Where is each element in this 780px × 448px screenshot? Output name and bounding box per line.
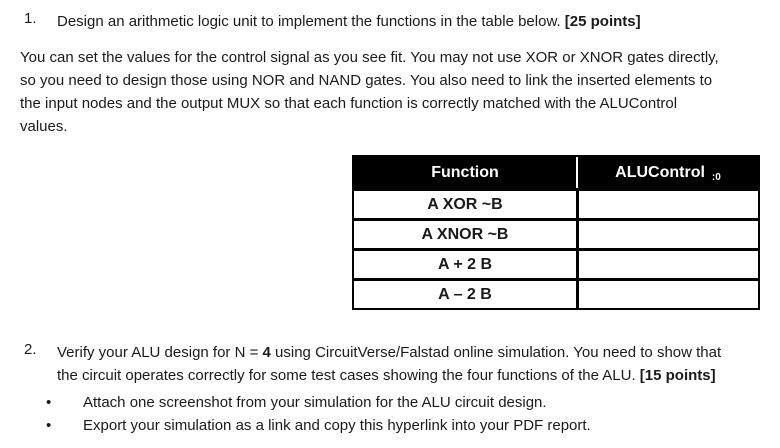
table-row: A XNOR ~B xyxy=(354,218,758,248)
list-item: • Attach one screenshot from your simulat… xyxy=(46,391,591,414)
intro-paragraph-line-4: values. xyxy=(20,118,68,135)
question-1-line: Design an arithmetic logic unit to imple… xyxy=(57,10,764,33)
question-2: 2. Verify your ALU design for N = 4 usin… xyxy=(24,341,764,387)
table-row: A – 2 B xyxy=(354,278,758,308)
question-1-text: Design an arithmetic logic unit to imple… xyxy=(57,13,565,30)
list-item: • Export your simulation as a link and co… xyxy=(46,414,591,437)
function-cell: A XOR ~B xyxy=(427,196,503,213)
alucontrol-answer-cell xyxy=(576,221,758,248)
question-1: 1. Design an arithmetic logic unit to im… xyxy=(24,10,764,33)
alucontrol-answer-cell xyxy=(576,191,758,218)
bullet-icon: • xyxy=(46,394,52,411)
bullet-list: • Attach one screenshot from your simulat… xyxy=(46,391,591,437)
bullet-icon: • xyxy=(46,417,52,434)
header-function: Function xyxy=(431,164,499,181)
alucontrol-answer-cell xyxy=(576,281,758,308)
intro-paragraph-line-2: so you need to design those using NOR an… xyxy=(20,72,713,89)
question-2-text-after: using CircuitVerse/Falstad online simula… xyxy=(270,344,722,361)
question-2-points: [15 points] xyxy=(639,367,716,384)
question-2-line-1: Verify your ALU design for N = 4 using C… xyxy=(57,341,764,364)
question-1-points: [25 points] xyxy=(564,13,641,30)
question-2-line-2: the circuit operates correctly for some … xyxy=(57,364,764,387)
question-1-number: 1. xyxy=(24,10,37,27)
intro-paragraph-line-3: the input nodes and the output MUX so th… xyxy=(20,95,678,112)
function-cell: A XNOR ~B xyxy=(421,226,509,243)
intro-paragraph: You can set the values for the control s… xyxy=(20,46,719,138)
question-2-n-value: 4 xyxy=(262,344,271,361)
question-2-text-before: Verify your ALU design for N = xyxy=(57,344,263,361)
header-alucontrol-label: ALUControl xyxy=(615,164,705,181)
header-alucontrol-subscript: :0 xyxy=(711,172,721,183)
intro-paragraph-line-1: You can set the values for the control s… xyxy=(20,49,719,66)
header-alucontrol: ALUControl :0 xyxy=(576,157,758,188)
function-cell: A – 2 B xyxy=(438,286,492,303)
function-table-header: Function ALUControl :0 xyxy=(354,157,758,188)
function-cell: A + 2 B xyxy=(437,256,493,273)
question-2-text-continued: the circuit operates correctly for some … xyxy=(57,367,640,384)
table-row: A XOR ~B xyxy=(354,188,758,218)
alucontrol-answer-cell xyxy=(576,251,758,278)
function-table: Function ALUControl :0 A XOR ~B A XNOR ~B… xyxy=(352,155,760,310)
bullet-1-text: Attach one screenshot from your simulati… xyxy=(83,394,547,411)
table-row: A + 2 B xyxy=(354,248,758,278)
question-2-number: 2. xyxy=(24,341,37,358)
bullet-2-text: Export your simulation as a link and cop… xyxy=(83,417,591,434)
